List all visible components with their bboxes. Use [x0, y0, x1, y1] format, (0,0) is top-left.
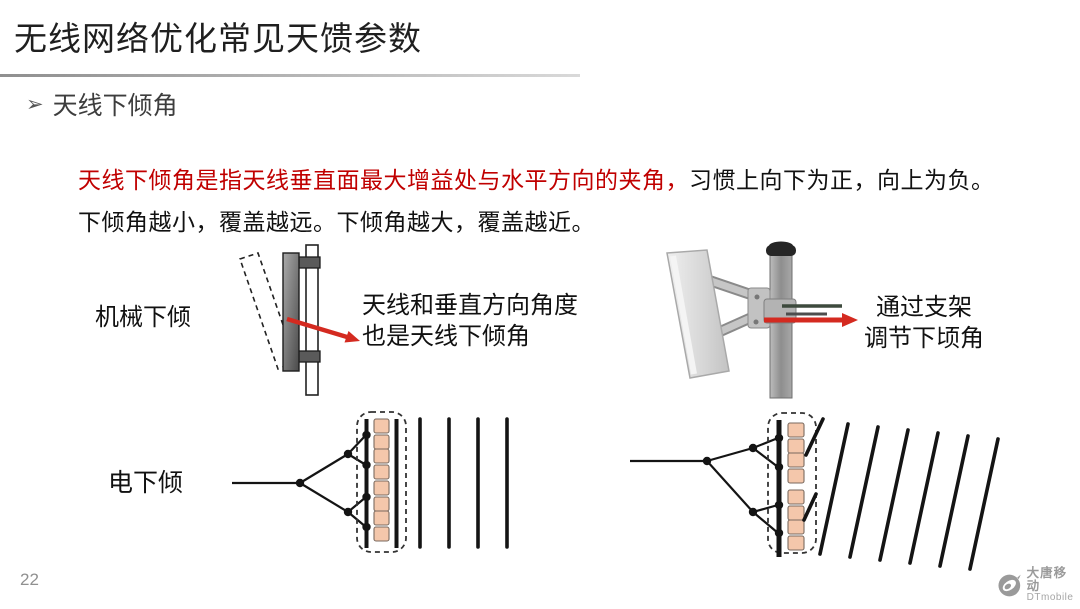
- wavefronts-vertical: [418, 417, 509, 549]
- page-number: 22: [20, 570, 39, 589]
- phase-shifter-elements-right: [787, 422, 805, 551]
- tilted-antenna-dashed-outline: [238, 251, 298, 371]
- antenna-bracket-photo: [666, 241, 858, 399]
- red-arrow-mechanical: [286, 316, 360, 343]
- antenna-array-outline-left: [356, 411, 407, 553]
- electrical-downtilt-right: [630, 412, 1000, 571]
- feed-nodes-left: [295, 430, 371, 532]
- wavefronts-tilted: [802, 417, 1000, 571]
- page-title: 无线网络优化常见天馈参数: [14, 20, 422, 57]
- electrical-downtilt-label: 电下倾: [108, 469, 184, 497]
- antenna-array-outline-right: [767, 412, 817, 554]
- logo-name-cn: 大唐移动: [1026, 566, 1068, 594]
- bullet-heading-label: 天线下倾角: [52, 92, 178, 120]
- logo-name-en: DTmobile: [1026, 592, 1074, 604]
- phase-shifter-elements-left: [373, 418, 390, 542]
- bracket-annotation-line2: 调节下顷角: [864, 325, 984, 352]
- mechanical-annotation-line2: 也是天线下倾角: [362, 323, 530, 350]
- definition-black-text: 习惯上向下为正，向上为负。: [689, 167, 995, 193]
- electrical-downtilt-left: [232, 411, 509, 553]
- red-arrow-bracket: [764, 313, 858, 327]
- bracket-annotation: 通过支架 调节下顷角: [858, 292, 990, 354]
- company-logo: 大唐移动 DTmobile: [997, 566, 1080, 604]
- title-divider: [0, 74, 580, 77]
- mechanical-annotation: 天线和垂直方向角度 也是天线下倾角: [362, 290, 578, 352]
- antenna-panel: [282, 252, 300, 372]
- photo-antenna-panel: [666, 249, 730, 379]
- definition-line1: 天线下倾角是指天线垂直面最大增益处与水平方向的夹角，习惯上向下为正，向上为负。: [78, 161, 995, 195]
- mechanical-downtilt-schematic: [238, 244, 360, 396]
- mechanical-downtilt-label: 机械下倾: [95, 304, 191, 331]
- feed-network-right: [630, 436, 779, 534]
- photo-pole: [769, 252, 793, 399]
- arrow-bullet-icon: ➢: [26, 92, 44, 116]
- mechanical-annotation-line1: 天线和垂直方向角度: [362, 292, 578, 319]
- dtmobile-logo-icon: [998, 574, 1021, 597]
- definition-red-text: 天线下倾角是指天线垂直面最大增益处与水平方向的夹角，: [78, 167, 689, 193]
- bullet-heading: ➢ 天线下倾角: [26, 86, 178, 122]
- bracket-annotation-line1: 通过支架: [876, 294, 972, 321]
- feed-nodes-right: [702, 433, 784, 538]
- definition-line2: 下倾角越小，覆盖越远。下倾角越大，覆盖越近。: [78, 209, 595, 235]
